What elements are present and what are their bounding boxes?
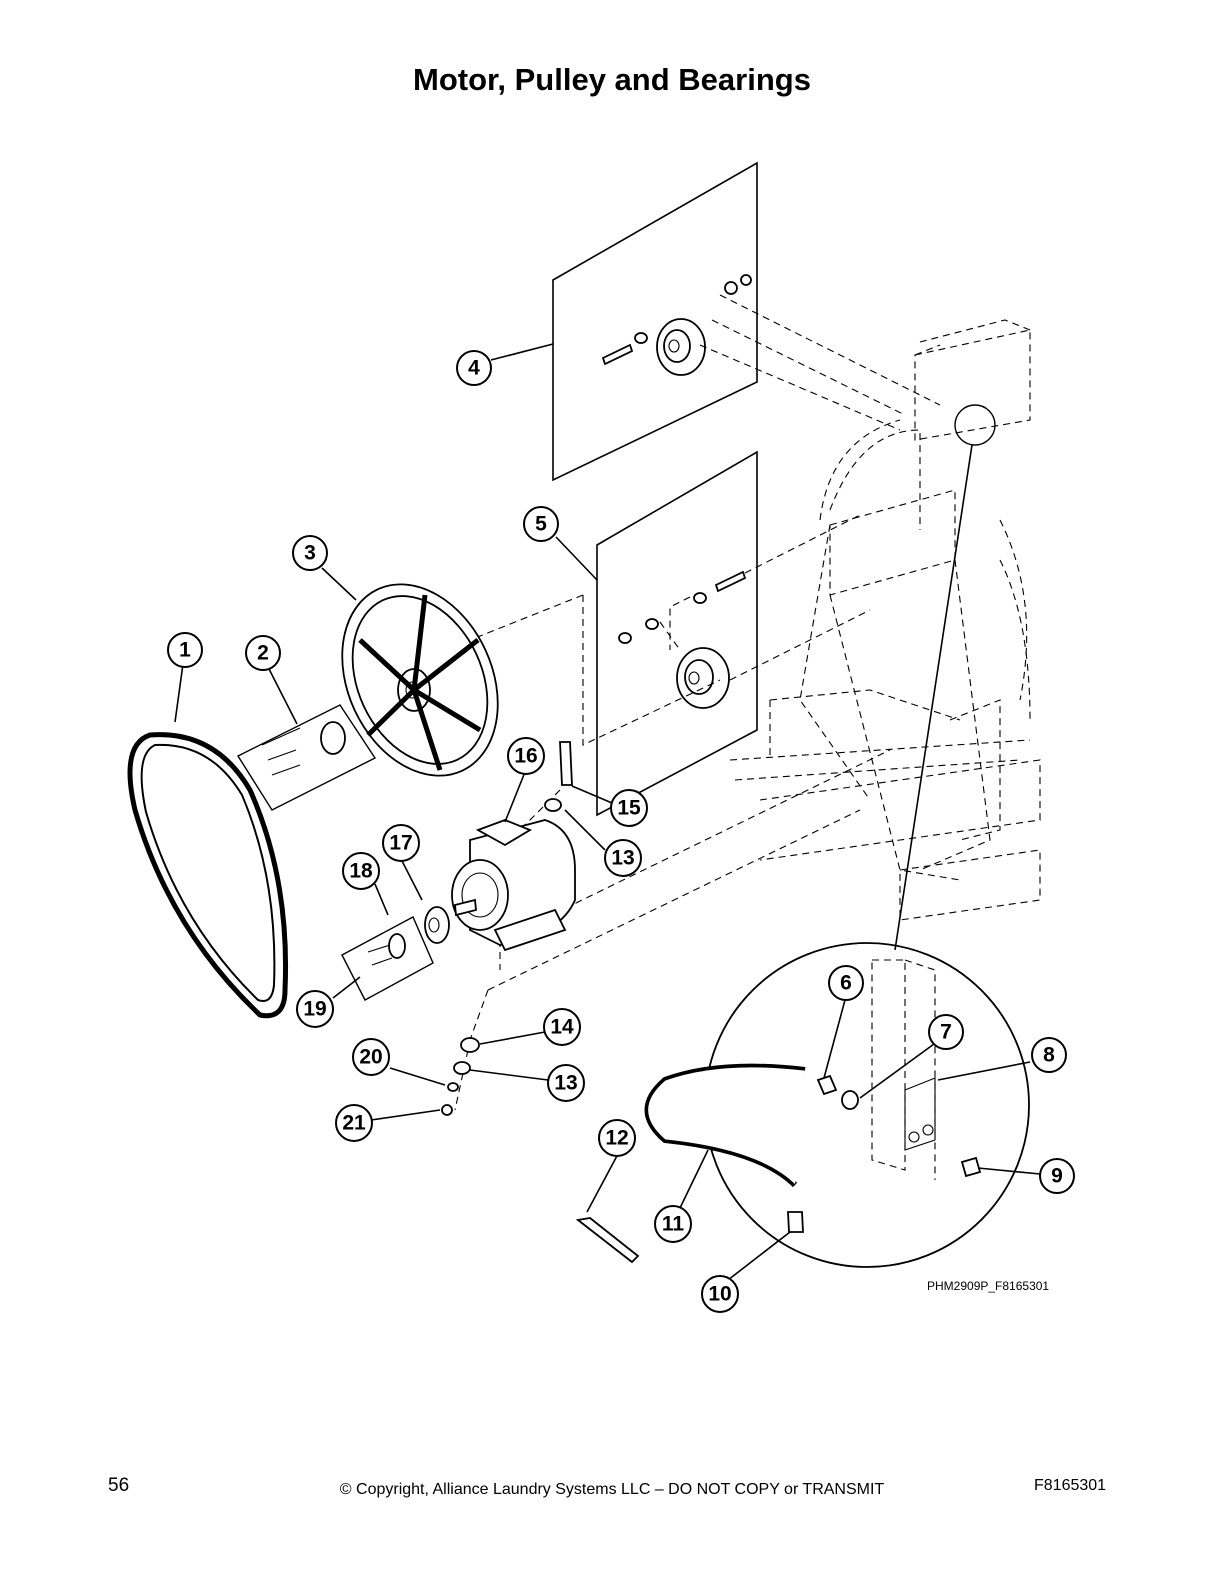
callout-13-upper: 13 xyxy=(604,839,642,877)
motor-pulley xyxy=(341,906,450,1001)
callout-17: 17 xyxy=(382,824,420,862)
copyright-notice: © Copyright, Alliance Laundry Systems LL… xyxy=(339,1481,885,1498)
svg-text:19: 19 xyxy=(303,998,326,1021)
svg-text:1: 1 xyxy=(179,639,191,662)
callout-14: 14 xyxy=(543,1008,581,1046)
svg-text:13: 13 xyxy=(611,847,634,870)
svg-text:10: 10 xyxy=(708,1283,731,1306)
leader-lines xyxy=(174,343,1041,1281)
callout-1: 1 xyxy=(167,632,203,668)
callout-3: 3 xyxy=(292,535,328,571)
hardware-bolts-washers xyxy=(441,741,573,1116)
svg-text:14: 14 xyxy=(550,1016,574,1039)
figure-code: PHM2909P_F8165301 xyxy=(927,1279,1049,1293)
svg-text:11: 11 xyxy=(662,1213,685,1236)
callout-16: 16 xyxy=(507,737,545,775)
svg-text:6: 6 xyxy=(840,972,852,995)
motor xyxy=(451,819,576,952)
svg-text:16: 16 xyxy=(514,745,537,768)
large-pulley xyxy=(341,583,499,777)
machine-frame xyxy=(729,319,1041,921)
callout-4: 4 xyxy=(456,350,492,386)
callout-18: 18 xyxy=(342,852,380,890)
svg-text:12: 12 xyxy=(605,1127,628,1150)
callout-12: 12 xyxy=(598,1119,636,1157)
callout-7: 7 xyxy=(928,1014,964,1050)
svg-text:8: 8 xyxy=(1043,1044,1055,1067)
panel-upper-bearing xyxy=(552,161,758,482)
callout-21: 21 xyxy=(335,1104,373,1142)
svg-text:5: 5 xyxy=(535,513,547,536)
svg-text:4: 4 xyxy=(468,357,480,380)
callout-5: 5 xyxy=(523,506,559,542)
page-number: 56 xyxy=(108,1475,130,1496)
svg-text:3: 3 xyxy=(304,542,316,565)
callout-8: 8 xyxy=(1031,1037,1067,1073)
svg-text:13: 13 xyxy=(554,1072,577,1095)
svg-text:2: 2 xyxy=(257,642,269,665)
callout-19: 19 xyxy=(296,990,334,1028)
pulley-hub-kit xyxy=(236,704,377,811)
callout-20: 20 xyxy=(352,1038,390,1076)
page-title: Motor, Pulley and Bearings xyxy=(413,62,811,97)
callout-11: 11 xyxy=(654,1205,692,1243)
document-code: F8165301 xyxy=(1034,1477,1107,1494)
svg-text:17: 17 xyxy=(389,832,412,855)
callout-15: 15 xyxy=(610,789,648,827)
svg-text:21: 21 xyxy=(342,1112,366,1135)
panel-lower-bearing xyxy=(596,450,758,817)
cable-tie xyxy=(575,1217,640,1264)
drive-belt xyxy=(127,732,289,1019)
callout-10: 10 xyxy=(701,1275,739,1313)
callout-9: 9 xyxy=(1039,1158,1075,1194)
callout-2: 2 xyxy=(245,635,281,671)
detail-view xyxy=(644,404,1030,1268)
svg-text:7: 7 xyxy=(940,1021,952,1044)
svg-text:18: 18 xyxy=(349,860,373,883)
callout-6: 6 xyxy=(828,965,864,1001)
svg-text:15: 15 xyxy=(617,797,641,820)
callout-13-lower: 13 xyxy=(547,1064,585,1102)
svg-text:9: 9 xyxy=(1051,1165,1063,1188)
svg-text:20: 20 xyxy=(359,1046,382,1069)
